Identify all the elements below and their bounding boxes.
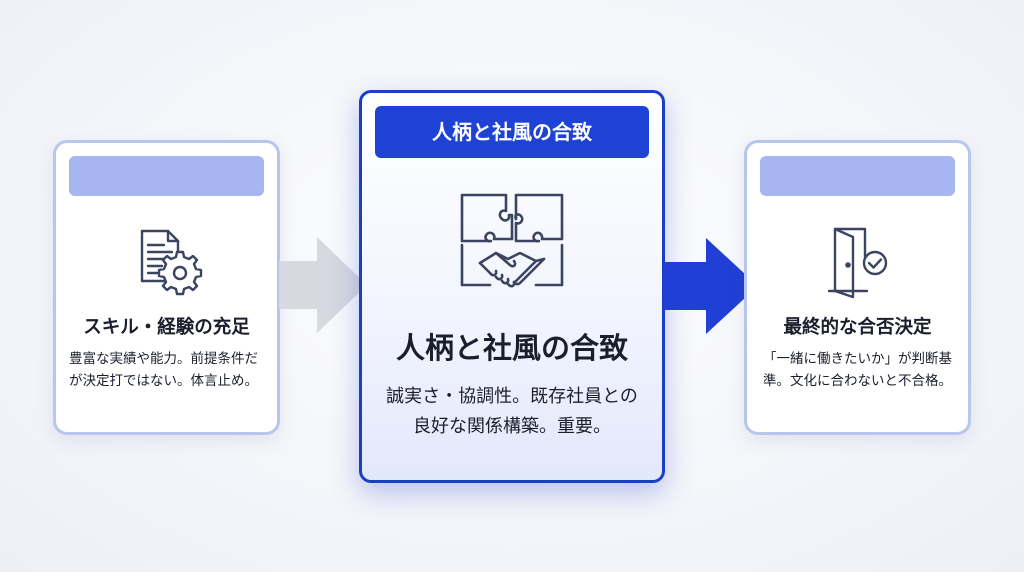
final-decision-card: 最終的な合否決定 「一緒に働きたいか」が判断基準。文化に合わないと不合格。: [744, 140, 971, 435]
puzzle-handshake-icon: [460, 193, 564, 288]
card-header-bar: [69, 156, 264, 196]
card-title: スキル・経験の充足: [83, 317, 250, 338]
card-header-bar: [760, 156, 955, 196]
gray-arrow-icon: [279, 237, 367, 333]
blue-arrow-icon: [664, 238, 758, 334]
card-description: 誠実さ・協調性。既存社員との良好な関係構築。重要。: [386, 386, 638, 437]
culture-fit-card: 人柄と社風の合致 人柄と社風の合致 誠実さ・協調性。既存社員との良好な関係構築。…: [359, 90, 665, 483]
card-title: 人柄と社風の合致: [395, 331, 628, 365]
skill-card: スキル・経験の充足 豊富な実績や能力。前提条件だが決定打ではない。体言止め。: [53, 140, 280, 435]
card-description: 「一緒に働きたいか」が判断基準。文化に合わないと不合格。: [763, 351, 952, 389]
card-description: 豊富な実績や能力。前提条件だが決定打ではない。体言止め。: [69, 351, 258, 389]
door-check-icon: [827, 227, 888, 299]
document-gear-icon: [140, 229, 203, 296]
card-title: 最終的な合否決定: [783, 317, 932, 338]
card-header: 人柄と社風の合致: [375, 106, 649, 158]
